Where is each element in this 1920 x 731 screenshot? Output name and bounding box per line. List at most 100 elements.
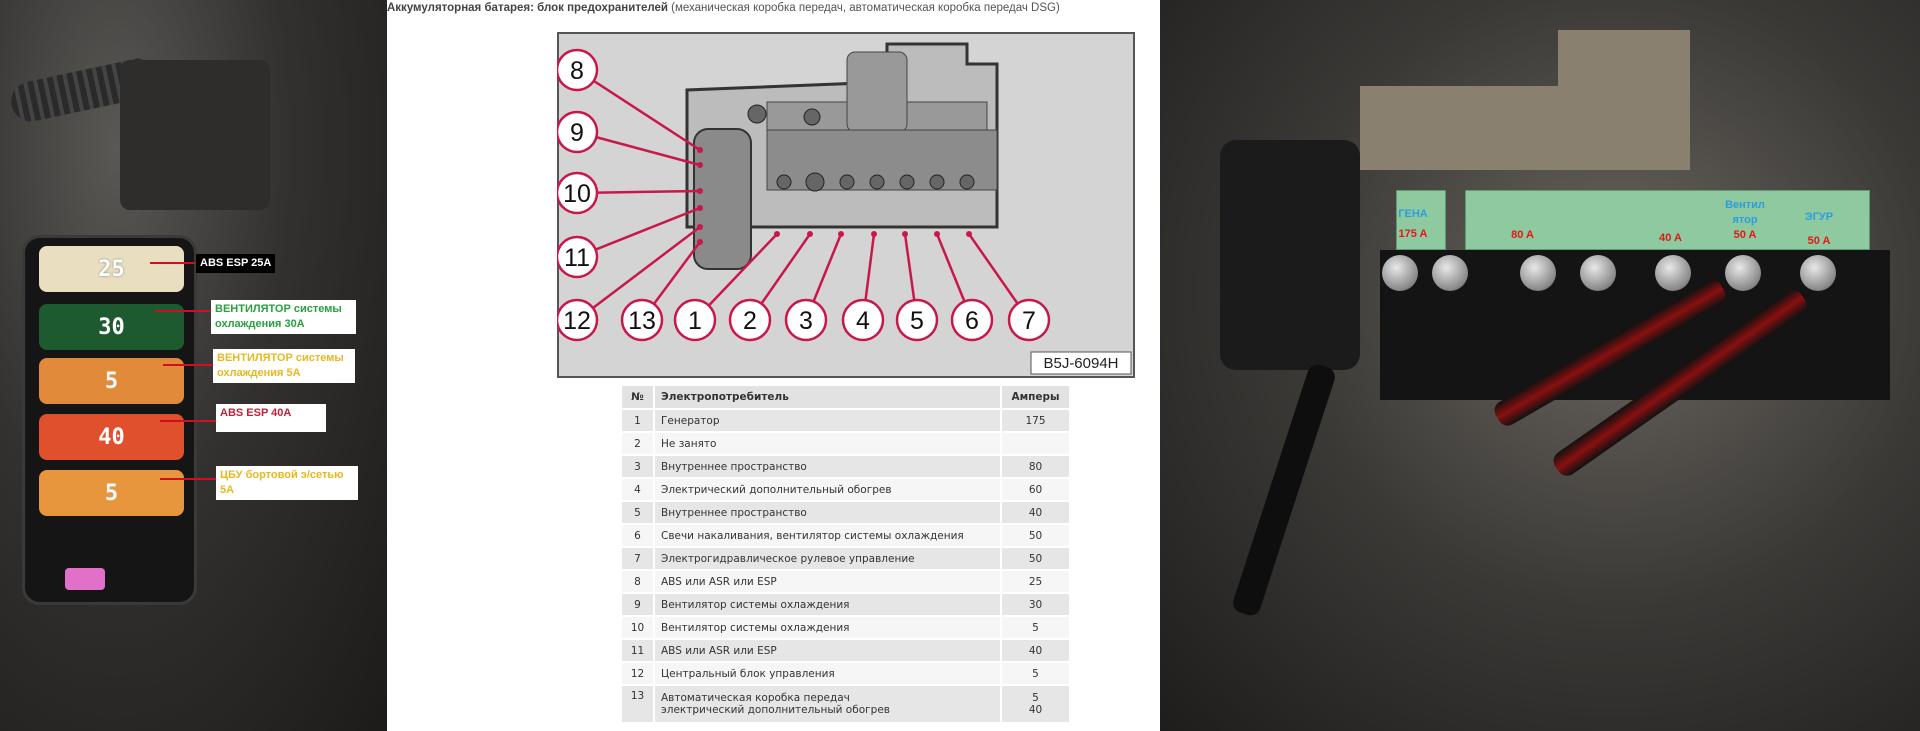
callout-number: 3: [799, 307, 813, 335]
callout-dot: [697, 162, 703, 168]
label-gen: ГЕНА 175 A: [1388, 207, 1438, 242]
callout-number: 10: [563, 180, 591, 208]
callout-circle: [673, 298, 717, 342]
cell-number: 13: [622, 685, 655, 724]
callout-circle: [841, 298, 885, 342]
fuse-25a: 25: [39, 246, 184, 292]
label-line: охлаждения 5А: [217, 367, 301, 379]
callout-line: [576, 206, 701, 259]
cell-amps: 40: [1000, 639, 1069, 663]
cell-consumer: Не занято: [654, 432, 1001, 456]
cell-number: 2: [622, 432, 655, 456]
leader-line: [160, 420, 216, 422]
callout-circle: [950, 298, 994, 342]
cell-number: 9: [622, 593, 655, 617]
cell-amps: 175: [1000, 409, 1069, 433]
cell-consumer: Электрогидравлическое рулевое управление: [654, 547, 1001, 571]
label-line: охлаждения 30А: [215, 318, 305, 330]
fuse-strip-main: [1465, 190, 1870, 250]
title-bold: Аккумуляторная батарея: блок предохранит…: [387, 2, 668, 14]
bolt: [1382, 255, 1418, 291]
fuse-box-cover: [120, 60, 270, 210]
pink-connector: [65, 568, 105, 590]
header-amps: Амперы: [1000, 386, 1069, 410]
cell-amps: 80: [1000, 455, 1069, 479]
callout-dot: [838, 231, 844, 237]
callout-number: 8: [570, 57, 584, 85]
header-consumer: Электропотребитель: [654, 386, 1001, 410]
cell-number: 6: [622, 524, 655, 548]
label-40a: 40 A: [1659, 232, 1682, 244]
callout-dot: [697, 147, 703, 153]
cell-amps: 50: [1000, 547, 1069, 571]
label-amps: 175 A: [1398, 228, 1428, 240]
label-abs-esp-40a: ABS ESP 40А: [216, 404, 326, 432]
callout-circle: [620, 298, 664, 342]
cell-number: 5: [622, 501, 655, 525]
leader-line: [160, 478, 216, 480]
callout-dot: [697, 205, 703, 211]
cell-consumer: ABS или ASR или ESP: [654, 570, 1001, 594]
metal-busbar: [1360, 30, 1690, 170]
callout-dot: [697, 239, 703, 245]
relay-box: [1220, 140, 1360, 370]
bolt: [1580, 255, 1616, 291]
callout-number: 5: [910, 307, 924, 335]
cell-consumer: Электрический дополнительный обогрев: [654, 478, 1001, 502]
callout-circle: [728, 298, 772, 342]
busbar-top: [846, 51, 908, 133]
label-line: 5А: [220, 484, 235, 496]
callout-dot: [697, 224, 703, 230]
fuse-strip-left: [1396, 190, 1446, 250]
terminal-bolts: [747, 104, 975, 192]
cell-amps: [1000, 432, 1069, 456]
cell-number: 7: [622, 547, 655, 571]
callout-circle: [1007, 298, 1051, 342]
cell-consumer: ABS или ASR или ESP: [654, 639, 1001, 663]
callout-number: 11: [564, 244, 590, 272]
cell-consumer: Внутреннее пространство: [654, 455, 1001, 479]
bolt: [1432, 255, 1468, 291]
cell-consumer: Внутреннее пространство: [654, 501, 1001, 525]
callout-number: 4: [856, 307, 870, 335]
callout-line: [576, 68, 701, 152]
label-name: ЭГУР: [1804, 211, 1834, 223]
label-80a: 80 A: [1511, 229, 1534, 241]
callout-number: 13: [628, 307, 656, 335]
bolt: [1800, 255, 1836, 291]
callout-number: 2: [743, 307, 757, 335]
label-amps: 50 A: [1733, 229, 1757, 241]
label-name: ятор: [1732, 214, 1758, 226]
leader-line: [163, 364, 213, 366]
cell-number: 12: [622, 662, 655, 686]
callout-circle: [557, 235, 599, 279]
callout-dot: [807, 231, 813, 237]
label-line: ВЕНТИЛЯТОР системы: [215, 303, 342, 315]
cell-amps: 50: [1000, 524, 1069, 548]
callout-dot: [966, 231, 972, 237]
fuse-40a: 40: [39, 414, 184, 460]
label-name: Вентил: [1725, 199, 1765, 211]
page-title: Аккумуляторная батарея: блок предохранит…: [387, 2, 1060, 14]
cell-number: 3: [622, 455, 655, 479]
cell-consumer: Центральный блок управления: [654, 662, 1001, 686]
label-abs-esp-25a: ABS ESP 25A: [196, 254, 276, 273]
callout-circle: [557, 48, 599, 92]
label-name: ГЕНА: [1398, 208, 1428, 220]
cell-amps: 60: [1000, 478, 1069, 502]
